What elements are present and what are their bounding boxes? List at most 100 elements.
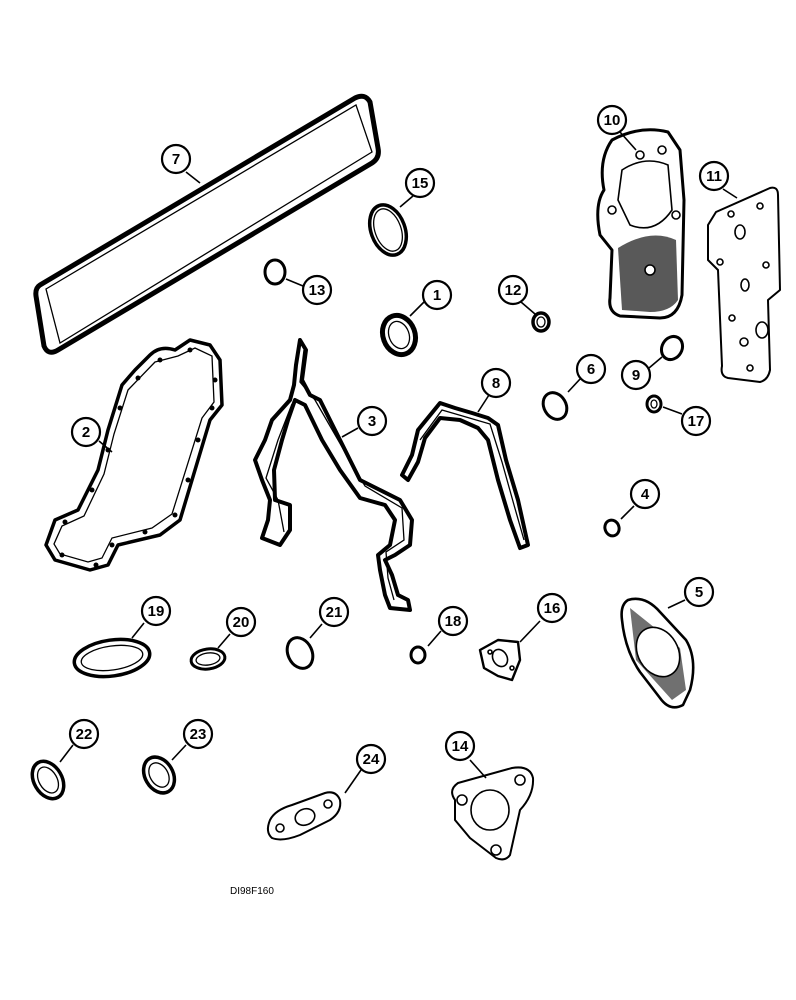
part-14-flange-gasket xyxy=(451,766,535,861)
leader-8 xyxy=(477,394,490,413)
callout-7-label: 7 xyxy=(172,151,180,168)
callout-3: 3 xyxy=(356,405,388,437)
callout-5: 5 xyxy=(683,576,715,608)
part-13-o-ring xyxy=(263,258,287,286)
part-12-seal xyxy=(531,311,551,333)
callout-1: 1 xyxy=(421,279,453,311)
leader-11 xyxy=(722,188,738,199)
leader-22 xyxy=(59,744,74,763)
part-21-o-ring xyxy=(285,636,315,670)
callout-19-label: 19 xyxy=(148,603,165,620)
callout-16: 16 xyxy=(536,592,568,624)
callout-2-label: 2 xyxy=(82,424,90,441)
part-3-housing-gasket xyxy=(253,338,414,612)
leader-15 xyxy=(399,195,414,208)
callout-4-label: 4 xyxy=(641,486,650,503)
part-15-o-ring xyxy=(367,203,409,257)
leader-17 xyxy=(662,406,683,415)
callout-16-label: 16 xyxy=(544,600,561,617)
callout-11-label: 11 xyxy=(706,168,722,185)
leader-12 xyxy=(520,301,536,315)
callout-20: 20 xyxy=(225,606,257,638)
callout-22: 22 xyxy=(68,718,100,750)
callout-15: 15 xyxy=(404,167,436,199)
leader-14 xyxy=(469,759,487,779)
leader-6 xyxy=(567,377,582,393)
callout-20-label: 20 xyxy=(233,614,250,631)
part-17-seal xyxy=(645,394,663,414)
part-22-seal xyxy=(30,759,66,801)
callout-1-label: 1 xyxy=(433,287,441,304)
leader-21 xyxy=(309,623,323,639)
callout-21-label: 21 xyxy=(326,604,343,621)
callout-14: 14 xyxy=(444,730,476,762)
callout-15-label: 15 xyxy=(412,175,429,192)
part-16-flange-gasket xyxy=(478,638,522,682)
leader-19 xyxy=(131,622,145,639)
part-18-o-ring xyxy=(409,645,427,665)
callout-10: 10 xyxy=(596,104,628,136)
leader-2 xyxy=(98,440,113,453)
part-11-oil-cooler-gasket xyxy=(707,186,781,383)
leader-20 xyxy=(217,633,231,649)
part-20-seal-ring xyxy=(189,647,227,671)
leader-1 xyxy=(409,300,426,317)
callout-18-label: 18 xyxy=(445,613,462,630)
callout-3-label: 3 xyxy=(368,413,376,430)
part-2-bolt-holes xyxy=(59,347,218,568)
leader-16 xyxy=(519,620,541,643)
leader-23 xyxy=(171,744,187,761)
callout-5-label: 5 xyxy=(695,584,703,601)
part-6-o-ring xyxy=(541,391,569,421)
part-24-flange-gasket xyxy=(266,791,342,841)
part-19-seal-ring xyxy=(72,637,152,679)
callout-8: 8 xyxy=(480,367,512,399)
part-9-o-ring xyxy=(659,334,685,362)
leader-3 xyxy=(341,427,359,438)
callout-8-label: 8 xyxy=(492,375,500,392)
callout-9: 9 xyxy=(620,359,652,391)
leader-lines xyxy=(59,131,738,794)
leader-18 xyxy=(427,630,442,647)
callout-17: 17 xyxy=(680,405,712,437)
callout-6-label: 6 xyxy=(587,361,595,378)
callout-14-label: 14 xyxy=(452,738,469,755)
callout-6: 6 xyxy=(575,353,607,385)
callout-23-label: 23 xyxy=(190,726,207,743)
callout-4: 4 xyxy=(629,478,661,510)
figure-id: DI98F160 xyxy=(230,886,274,897)
part-4-o-ring xyxy=(603,518,621,538)
callout-9-label: 9 xyxy=(632,367,640,384)
leader-9 xyxy=(648,356,663,369)
leader-13 xyxy=(285,278,304,287)
callout-13-label: 13 xyxy=(309,282,326,299)
callout-10-label: 10 xyxy=(604,112,621,129)
part-5-flange-gasket xyxy=(620,597,695,709)
callout-24: 24 xyxy=(355,743,387,775)
callout-24-label: 24 xyxy=(363,751,380,768)
callout-21: 21 xyxy=(318,596,350,628)
callout-18: 18 xyxy=(437,605,469,637)
part-2-gear-cover-gasket xyxy=(44,338,224,572)
callout-11: 11 xyxy=(698,160,730,192)
part-23-seal xyxy=(141,755,177,795)
leader-10 xyxy=(619,131,637,151)
callout-7: 7 xyxy=(160,143,192,175)
part-8-gasket xyxy=(400,401,530,550)
part-7-rocker-cover-gasket xyxy=(33,93,381,355)
leader-24 xyxy=(344,769,362,794)
callout-12-label: 12 xyxy=(505,282,522,299)
leader-5 xyxy=(667,599,686,609)
callout-23: 23 xyxy=(182,718,214,750)
callout-22-label: 22 xyxy=(76,726,93,743)
leader-4 xyxy=(620,505,635,520)
callout-13: 13 xyxy=(301,274,333,306)
leader-7 xyxy=(185,171,201,184)
callout-17-label: 17 xyxy=(688,413,705,430)
callout-2: 2 xyxy=(70,416,102,448)
part-10-water-pump-gasket xyxy=(596,128,686,320)
part-1-seal xyxy=(379,312,419,358)
callout-12: 12 xyxy=(497,274,529,306)
callout-19: 19 xyxy=(140,595,172,627)
